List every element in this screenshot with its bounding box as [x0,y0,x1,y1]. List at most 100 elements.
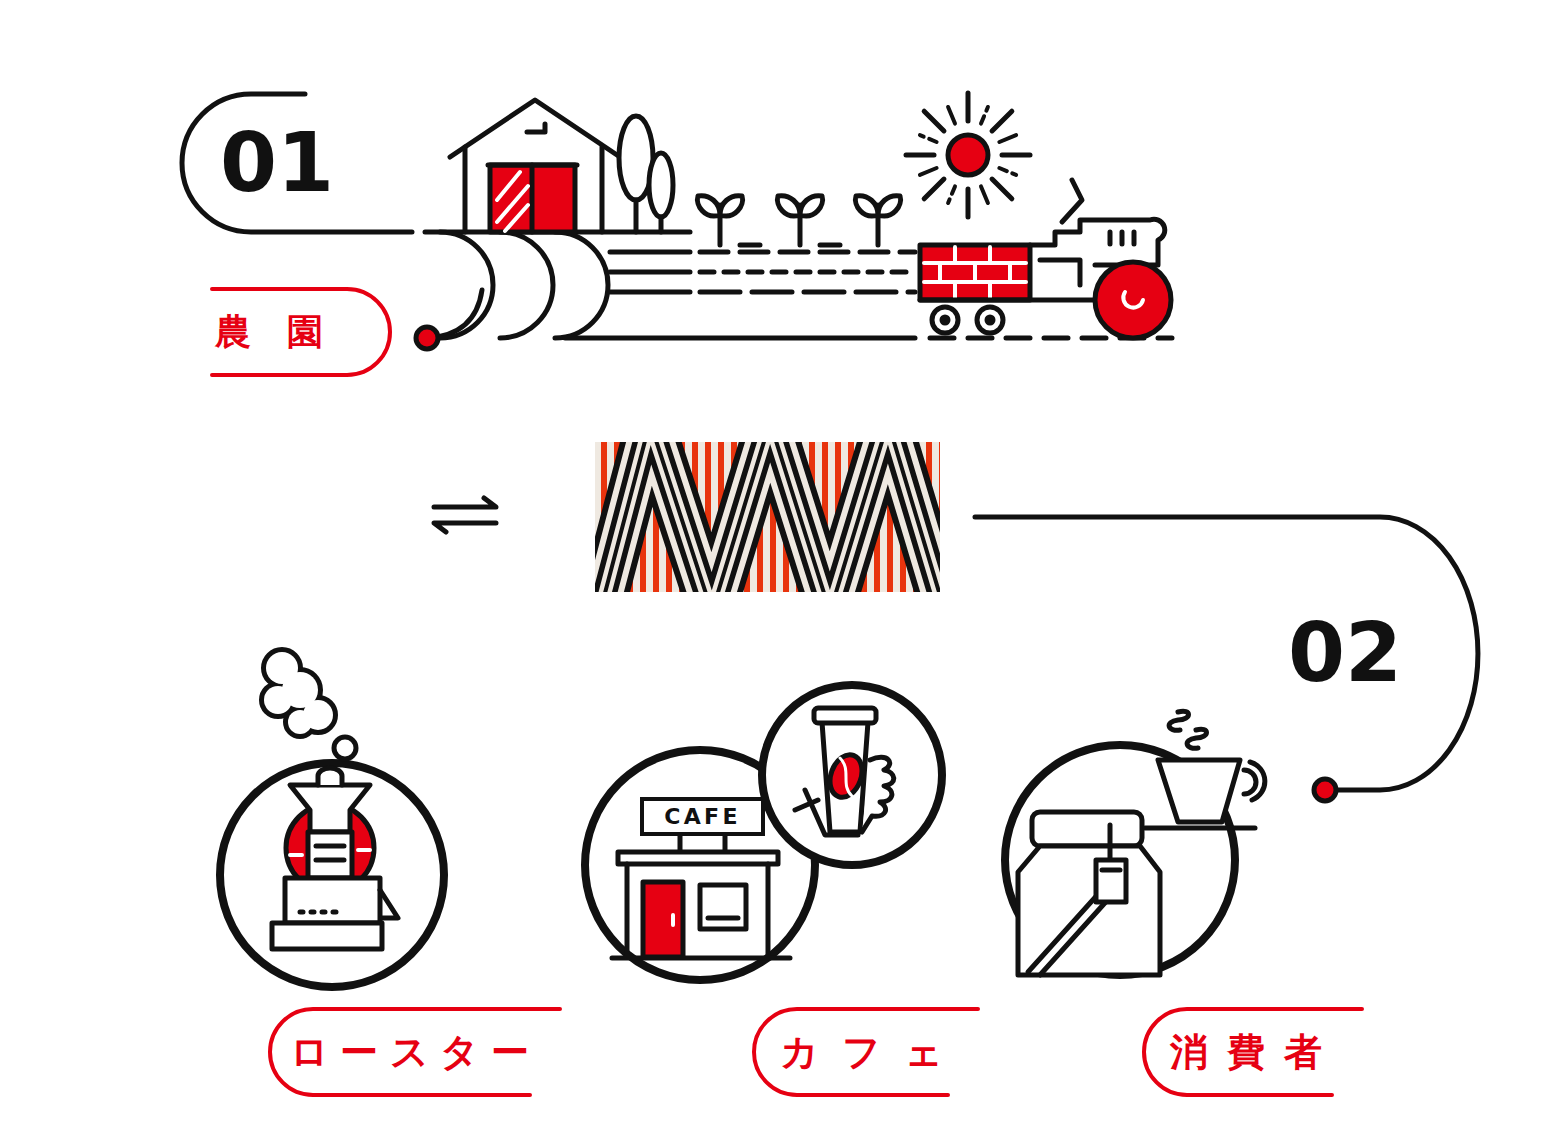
sun-stroke [948,135,988,175]
sun-ray [999,168,1016,175]
roaster-icon-stroke [318,768,342,785]
flow-line-stroke [1314,779,1336,801]
step-number: 02 [1288,612,1402,694]
consumer-icon-stroke [1169,711,1188,730]
exchange-arrows-stroke [434,498,496,507]
tractor-stroke [1062,180,1082,222]
farmhouse-stroke [530,165,535,232]
roaster-icon [220,652,444,987]
farmhouse-stroke [497,172,528,231]
tractor-stroke [924,247,1026,298]
field-stroke [565,336,915,341]
roaster-icon-stroke [290,850,370,855]
sun-ray [906,153,934,158]
field-stroke [700,270,915,275]
tractor-stroke [932,307,958,333]
sun-ray [948,186,955,203]
cafe-icon-stroke [671,915,675,925]
cafe-icon-stroke [814,708,876,723]
field-stroke [500,232,553,338]
roaster-icon-stroke [285,878,380,923]
stage-tag: 消費者 [1142,1007,1362,1097]
farmhouse-stroke [465,147,602,232]
sun-ray [981,186,988,203]
sun-ray [966,93,971,121]
tractor-stroke [1110,232,1134,244]
exchange-arrows-stroke [434,523,496,532]
cafe-icon-stroke [840,758,852,796]
logo-block-stroke [600,442,940,592]
sprouts-stroke [740,243,840,248]
roaster-icon-stroke [334,737,356,759]
sun-ray [992,179,1012,199]
tractor-stroke [987,317,993,323]
consumer-icon-stroke [1032,812,1142,846]
field-stroke [610,252,690,292]
logo-block [595,442,940,592]
stage-tag: カフェ [752,1007,978,1097]
stage-tag: ロースター [268,1007,560,1097]
roaster-icon-stroke [220,763,444,987]
farm-connector-stroke [416,327,438,349]
tractor-stroke [1095,262,1171,338]
farmhouse-stroke [527,124,545,132]
consumer-icon [1005,711,1265,975]
farmhouse [450,100,620,232]
roaster-icon-stroke [308,832,352,878]
tractor-stroke [942,317,948,323]
tractor-stroke [920,245,1030,300]
cafe-icon-stroke [762,685,942,865]
consumer-icon-stroke [1145,826,1255,831]
sun-ray [999,135,1016,142]
farmhouse-stroke [490,165,575,232]
sun-ray [920,135,937,142]
sprouts-stroke [855,196,900,245]
cafe-icon-stroke [822,722,868,832]
sun [906,93,1030,217]
flow-line-stroke [975,517,1478,790]
trees-stroke [649,153,673,217]
tractor [920,180,1171,338]
tractor-stroke [920,298,1095,303]
tractor-stroke [1123,292,1143,308]
sun-ray [1002,153,1030,158]
cafe-icon-stroke [612,864,790,958]
field-stroke [440,232,493,338]
roaster-icon-stroke [272,923,382,949]
roaster-icon-stroke [288,710,312,734]
step-badge: 01 [180,92,412,234]
consumer-icon-stroke [1187,729,1206,748]
stage-label: 農園 [212,314,387,350]
sun-ray [948,107,955,124]
cafe-icon-stroke [824,750,867,802]
consumer-icon-stroke [1096,860,1126,902]
consumer-icon-stroke [1244,762,1265,800]
cafe-icon-stroke [618,852,778,864]
sprouts-stroke [697,196,742,245]
logo-block-stroke [600,442,940,592]
consumer-icon-stroke [1018,846,1160,975]
cafe-sign: CAFE [640,797,765,836]
logo-block-stroke [600,442,940,592]
exchange-arrows [434,498,496,532]
step-number: 01 [180,122,354,204]
cafe-icon-stroke [643,882,683,957]
roaster-icon-stroke [380,890,398,918]
roaster-icon-stroke [288,710,312,734]
trees-stroke [636,200,661,232]
field-stroke [555,232,608,338]
sun-ray [966,189,971,217]
farmhouse-stroke [488,163,577,168]
sun-ray [920,168,937,175]
trees [619,116,673,232]
farmhouse-stroke [450,100,620,157]
field-stroke [700,290,915,295]
stage-label: CAFE [654,806,750,828]
node-border [212,289,390,375]
cafe-icon [585,685,942,980]
farm-connector [416,290,482,349]
tractor-stroke [1040,260,1080,285]
roaster-icon-stroke [316,846,344,860]
roaster-icon-stroke [264,686,292,714]
